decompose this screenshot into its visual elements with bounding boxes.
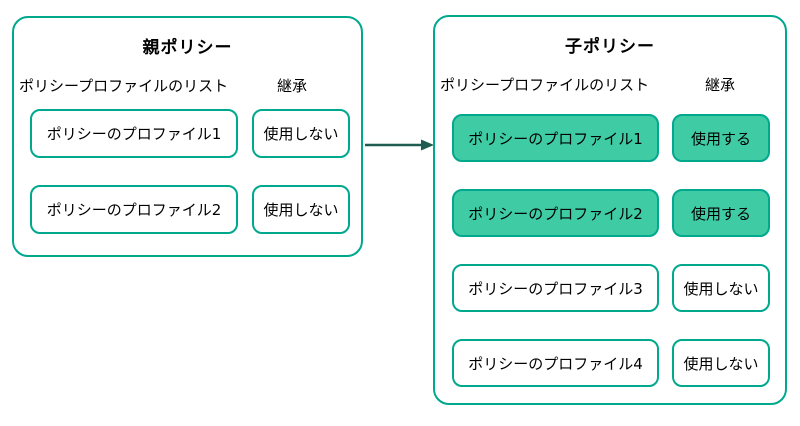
parent-profile-list-header: ポリシープロファイルのリスト: [19, 77, 229, 95]
inheritance-arrow: [365, 136, 435, 154]
child-profile-2-box: ポリシーのプロファイル2: [452, 189, 659, 237]
child-inheritance-header: 継承: [705, 76, 736, 94]
child-policy-panel: 子ポリシー ポリシープロファイルのリスト 継承 ポリシーのプロファイル1 使用す…: [433, 15, 787, 405]
parent-inheritance-header: 継承: [277, 77, 308, 95]
child-profile-1-box: ポリシーのプロファイル1: [452, 114, 659, 162]
parent-policy-panel: 親ポリシー ポリシープロファイルのリスト 継承 ポリシーのプロファイル1 使用し…: [12, 16, 363, 257]
child-inheritance-4-box: 使用しない: [672, 339, 770, 387]
child-inheritance-1-box: 使用する: [672, 114, 770, 162]
child-profile-4-box: ポリシーのプロファイル4: [452, 339, 659, 387]
parent-profile-2-box: ポリシーのプロファイル2: [30, 185, 238, 234]
child-policy-title: 子ポリシー: [565, 37, 655, 57]
parent-policy-title: 親ポリシー: [142, 38, 233, 58]
parent-inheritance-1-box: 使用しない: [252, 109, 350, 158]
child-profile-3-box: ポリシーのプロファイル3: [452, 264, 659, 312]
parent-inheritance-2-box: 使用しない: [252, 185, 350, 234]
parent-profile-1-box: ポリシーのプロファイル1: [30, 109, 238, 158]
child-inheritance-2-box: 使用する: [672, 189, 770, 237]
child-inheritance-3-box: 使用しない: [672, 264, 770, 312]
child-profile-list-header: ポリシープロファイルのリスト: [440, 76, 650, 94]
